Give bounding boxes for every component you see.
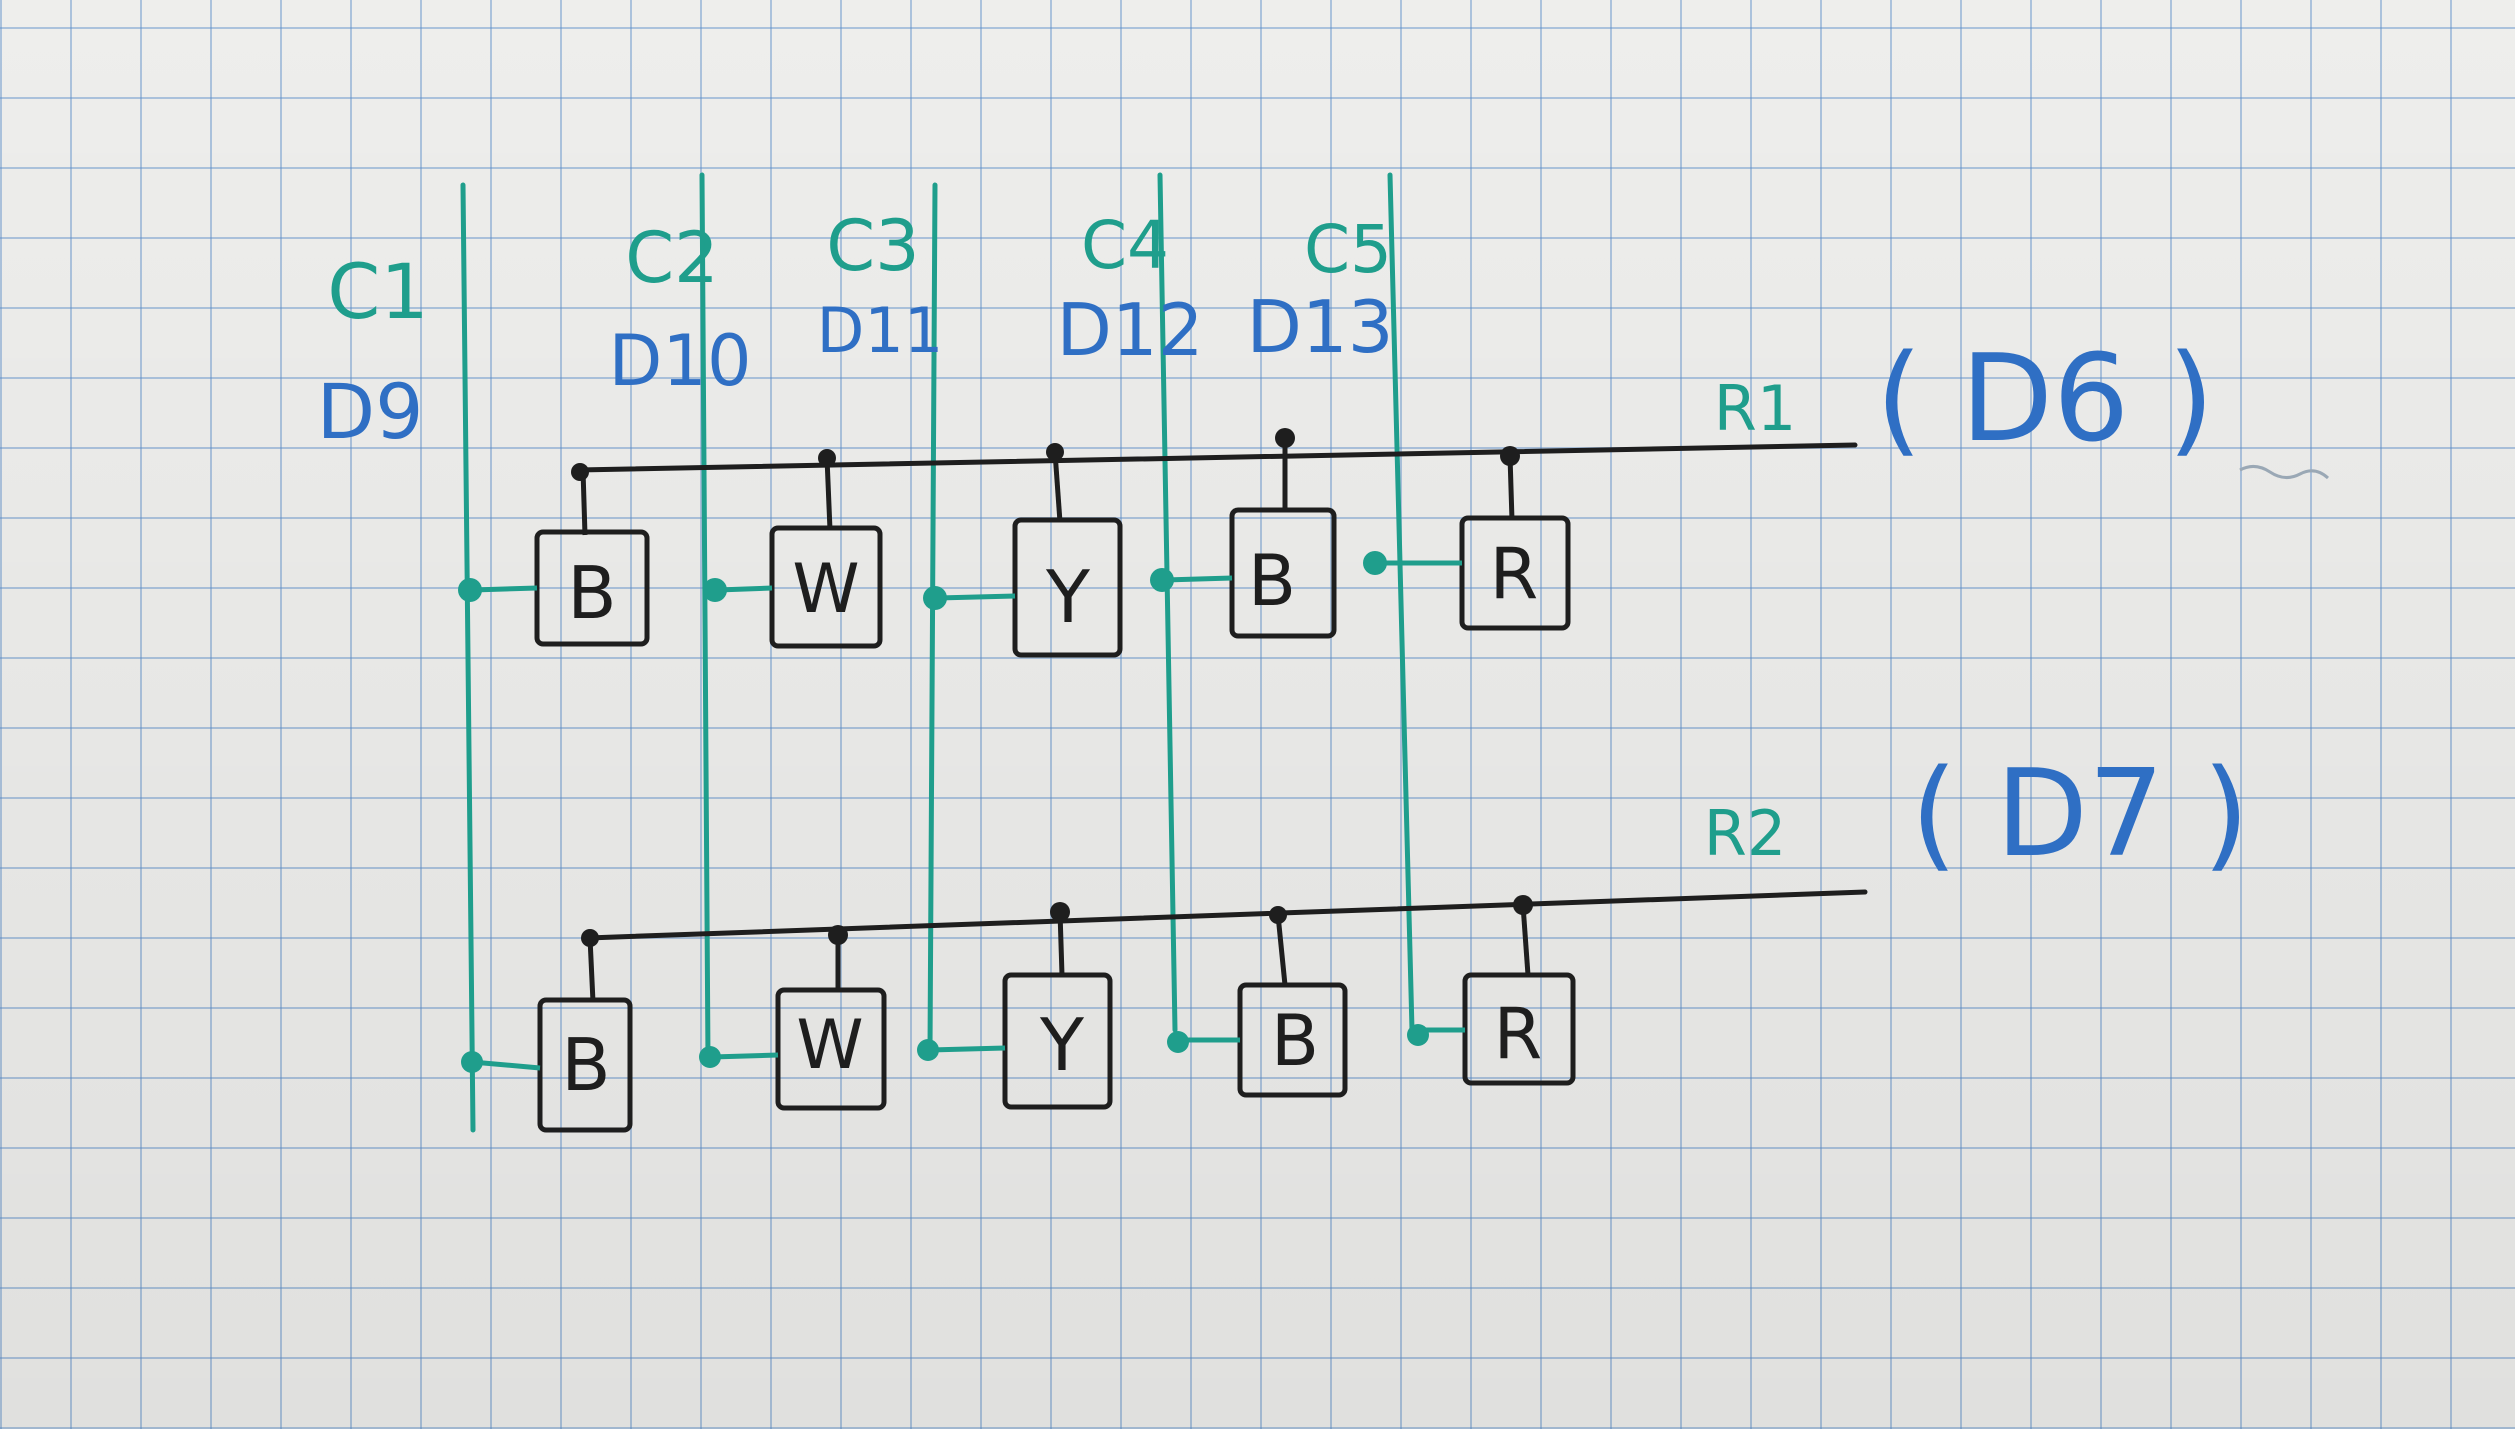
row-label-r1: R1	[1714, 372, 1797, 445]
switch-r1-c1: B	[458, 463, 650, 647]
switch-r1-c3: Y	[923, 443, 1123, 658]
column-labels: C1 D9 C2 D10 C3 D11 C4 D12 C5 D13	[317, 205, 1394, 456]
key-label: Y	[1045, 555, 1091, 639]
squiggle-mark	[2239, 465, 2330, 480]
switch-r2-c5: R	[1407, 895, 1576, 1086]
key-label: W	[792, 550, 859, 629]
column-pin-c4: D12	[1056, 288, 1203, 372]
key-label: B	[561, 1023, 610, 1107]
column-wire-c5	[1387, 172, 1415, 1033]
key-label: B	[1271, 1000, 1319, 1082]
column-wire-c1	[460, 182, 476, 1133]
switch-r1-c4: B	[1150, 428, 1337, 639]
column-label-c1: C1	[327, 247, 428, 336]
row-wires	[575, 442, 1868, 941]
column-label-c2: C2	[625, 217, 718, 299]
column-wire-c2	[699, 172, 711, 1063]
row-labels: R1 ( D6 ) R2 ( D7 )	[1704, 330, 2330, 884]
column-pin-c5: D13	[1246, 285, 1393, 369]
row-wire-r2	[585, 889, 1868, 941]
column-label-c5: C5	[1304, 211, 1392, 288]
row-pin-r1: ( D6 )	[1876, 330, 2215, 469]
row-2-switches: B W Y B	[461, 895, 1576, 1133]
switch-r2-c3: Y	[917, 902, 1113, 1110]
switch-r1-c5: R	[1363, 446, 1571, 631]
key-label: R	[1490, 533, 1539, 615]
column-label-c4: C4	[1081, 207, 1169, 284]
row-wire-r1	[575, 442, 1858, 473]
key-label: W	[796, 1006, 863, 1085]
column-wire-c4	[1157, 172, 1178, 1033]
key-label: Y	[1039, 1003, 1085, 1087]
key-label: B	[1248, 540, 1296, 622]
column-pin-c3: D11	[817, 294, 944, 367]
column-wires	[460, 172, 1415, 1133]
switch-r2-c2: W	[699, 925, 887, 1111]
switch-r1-c2: W	[703, 449, 883, 649]
key-label: B	[567, 551, 616, 635]
column-pin-c1: D9	[317, 367, 424, 456]
switch-r2-c1: B	[461, 929, 633, 1133]
key-label: R	[1494, 993, 1543, 1075]
row-label-r2: R2	[1704, 797, 1787, 870]
column-wire-c3	[927, 182, 938, 1053]
row-pin-r2: ( D7 )	[1911, 745, 2250, 884]
row-1-switches: B W Y B	[458, 428, 1571, 658]
column-label-c3: C3	[826, 205, 919, 287]
column-pin-c2: D10	[609, 320, 752, 402]
switch-r2-c4: B	[1167, 906, 1348, 1098]
